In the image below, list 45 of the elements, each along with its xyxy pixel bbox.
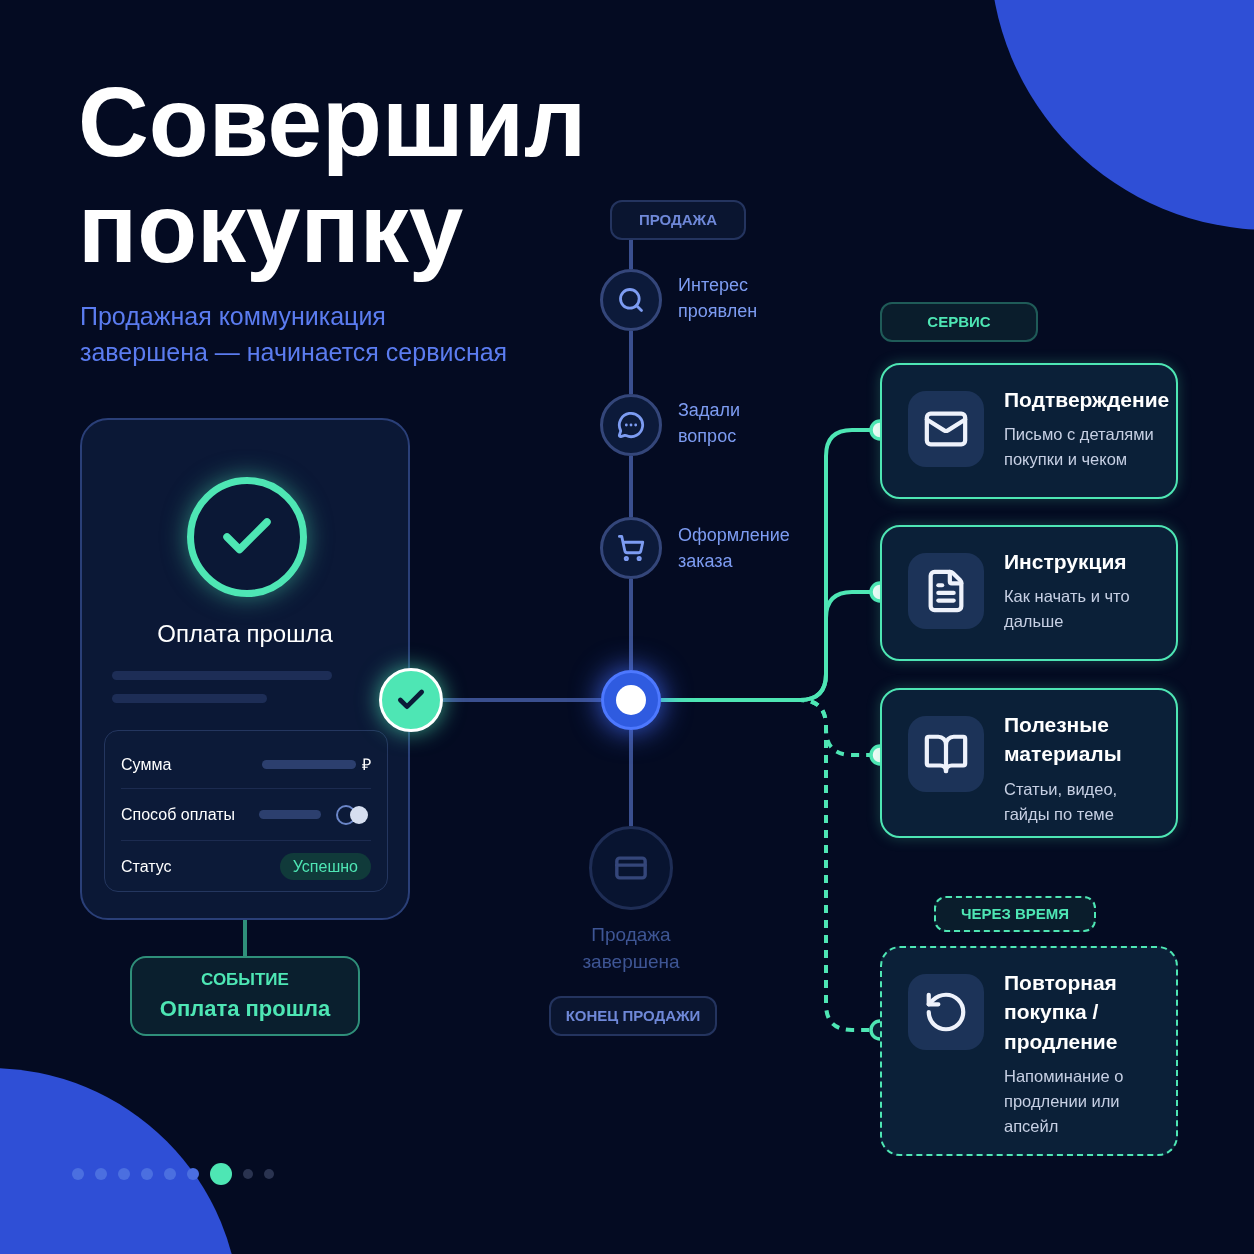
details-panel xyxy=(104,730,388,892)
event-box xyxy=(130,956,360,1036)
stage-pill xyxy=(549,996,717,1036)
connector-line xyxy=(443,698,601,702)
step-label: Задали вопрос xyxy=(678,400,740,447)
subtitle: Продажная коммуникация завершена — начинается сервисная xyxy=(80,302,508,367)
title: Совершил покупку xyxy=(78,70,588,282)
service-title: Инструкция xyxy=(1004,549,1128,575)
event-title: Оплата прошла xyxy=(159,995,331,1024)
step-label: Оформление заказа xyxy=(678,525,790,572)
stage-label: ПРОДАЖА xyxy=(639,209,717,230)
field-label: Сумма xyxy=(121,754,172,775)
step-label: Продажа завершена xyxy=(582,924,680,972)
service-title: Полезные материалы xyxy=(1004,712,1123,768)
stage-pill xyxy=(880,302,1038,342)
service-card xyxy=(880,363,1178,499)
check-badge xyxy=(379,668,443,732)
step-label: Интерес проявлен xyxy=(678,275,758,322)
payment-card xyxy=(80,418,410,920)
service-description: Письмо с деталями покупки и чеком xyxy=(1004,424,1155,471)
connector-line xyxy=(243,920,247,956)
connector-line xyxy=(629,730,633,826)
connector-line xyxy=(629,579,633,670)
field-label: Способ оплаты xyxy=(121,804,236,825)
status-badge: Успешно xyxy=(279,853,371,880)
service-card xyxy=(880,946,1178,1156)
connector-line xyxy=(629,240,633,269)
stage-pill xyxy=(610,200,746,240)
connector-line xyxy=(629,331,633,394)
service-description: Как начать и что дальше xyxy=(1004,586,1131,633)
stage-label: СЕРВИС xyxy=(927,311,991,332)
currency-sign: ₽ xyxy=(362,754,371,775)
service-title: Подтверждение xyxy=(1004,387,1170,413)
stage-label: КОНЕЦ ПРОДАЖИ xyxy=(565,1005,701,1026)
connector-line xyxy=(629,456,633,517)
card-title: Оплата прошла xyxy=(157,620,333,647)
service-card xyxy=(880,525,1178,661)
stage-label: ЧЕРЕЗ ВРЕМЯ xyxy=(960,903,1070,924)
service-description: Напоминание о продлении или апсейл xyxy=(1004,1066,1125,1137)
service-description: Статьи, видео, гайды по теме xyxy=(1004,778,1119,825)
service-title: Повторная покупка / продление xyxy=(1004,970,1119,1055)
field-label: Статус xyxy=(121,857,172,877)
service-card xyxy=(880,688,1178,838)
stage-pill xyxy=(934,896,1096,932)
event-tag: СОБЫТИЕ xyxy=(201,966,289,993)
